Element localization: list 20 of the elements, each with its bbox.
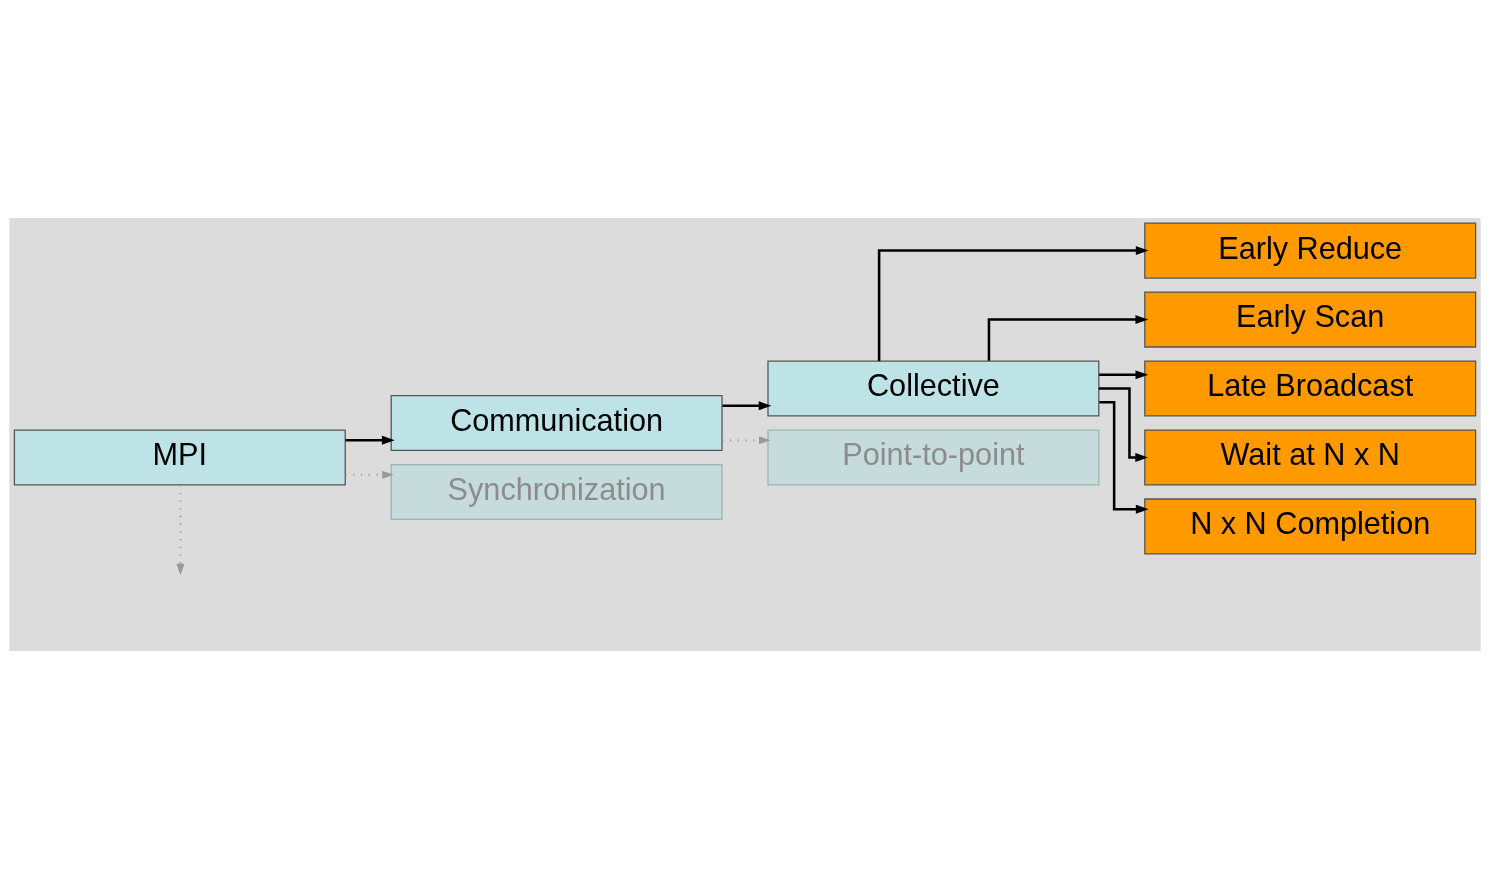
- node-box: Point-to-point: [767, 429, 1100, 486]
- arrow: [722, 401, 772, 411]
- arrow: [1099, 370, 1149, 380]
- node-box: Early Reduce: [1144, 222, 1477, 279]
- arrow: [176, 484, 185, 576]
- node-box: MPI: [13, 429, 346, 486]
- node-box: N x N Completion: [1144, 498, 1477, 555]
- node-box: Synchronization: [390, 463, 723, 521]
- node-box: Communication: [390, 394, 723, 452]
- arrow: [344, 470, 394, 479]
- arrow: [1098, 387, 1149, 462]
- arrow: [1099, 400, 1149, 514]
- node-box: Late Broadcast: [1144, 360, 1477, 417]
- node-box: Wait at N x N: [1144, 429, 1477, 486]
- arrow: [987, 315, 1149, 361]
- arrow: [345, 435, 395, 445]
- arrow: [721, 436, 771, 445]
- node-box: Early Scan: [1144, 291, 1477, 348]
- node-box: Collective: [767, 360, 1100, 417]
- arrow: [877, 246, 1149, 361]
